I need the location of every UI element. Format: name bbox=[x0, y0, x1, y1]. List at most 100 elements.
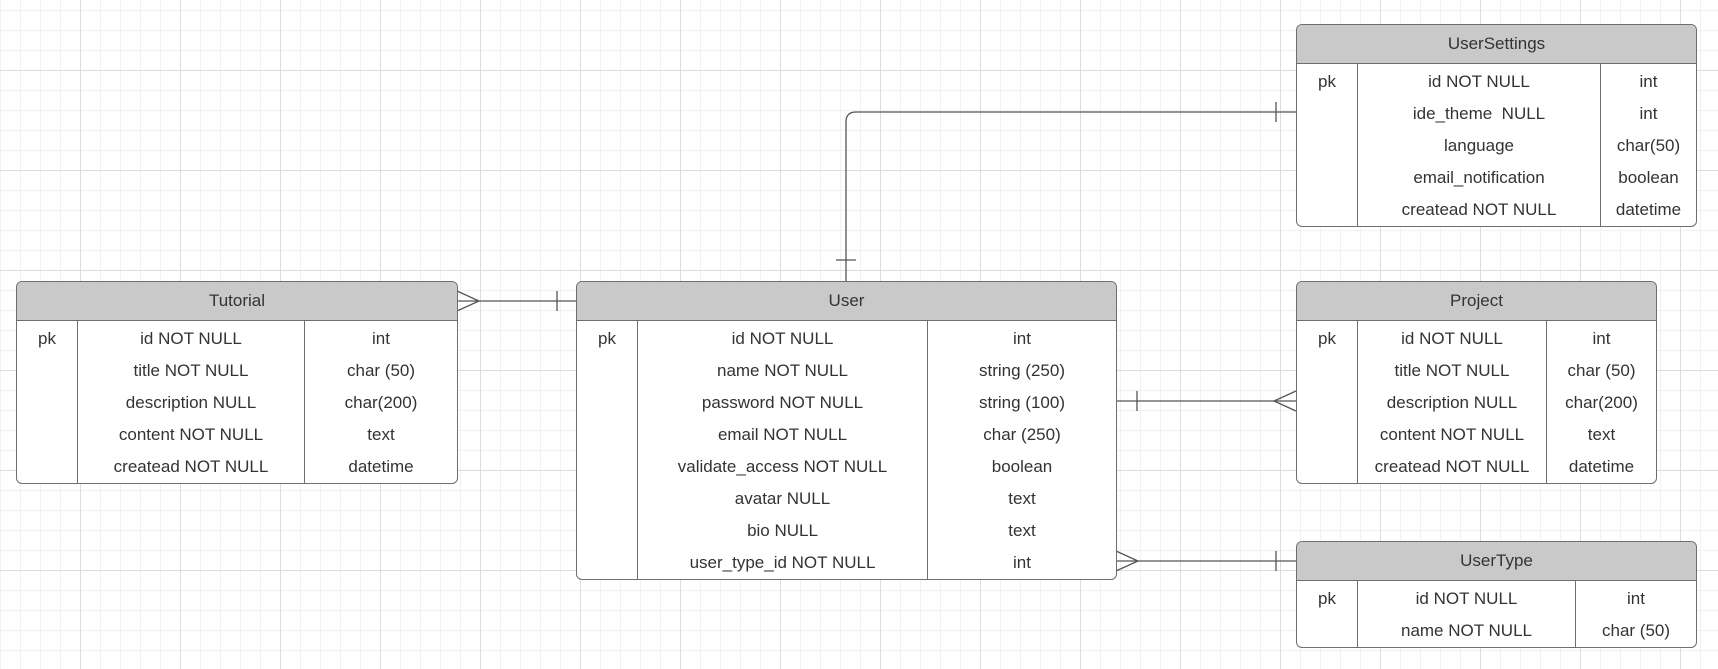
entity-usersettings[interactable]: UserSettings pk id NOT NULL ide_theme NU… bbox=[1296, 24, 1697, 227]
field-type: char (250) bbox=[983, 425, 1061, 444]
key-cell bbox=[577, 547, 637, 579]
key-cell bbox=[577, 483, 637, 515]
field-type: text bbox=[1008, 489, 1036, 508]
field-name: name NOT NULL bbox=[1400, 621, 1532, 640]
field-type: text bbox=[1587, 425, 1616, 444]
entity-title: UserSettings bbox=[1297, 25, 1696, 64]
field-name: email NOT NULL bbox=[717, 425, 848, 444]
field-column: id NOT NULL name NOT NULL bbox=[1357, 581, 1575, 647]
key-cell bbox=[17, 419, 77, 451]
field-name: validate_access NOT NULL bbox=[677, 457, 888, 476]
field-name: name NOT NULL bbox=[716, 361, 848, 380]
field-name: id NOT NULL bbox=[1401, 329, 1503, 348]
field-name: createad NOT NULL bbox=[1374, 457, 1530, 476]
field-name: language bbox=[1444, 136, 1514, 155]
key-cell bbox=[1297, 387, 1357, 419]
field-type: int bbox=[1639, 104, 1658, 123]
field-name: content NOT NULL bbox=[1379, 425, 1525, 444]
type-column: int char (50) char(200) text datetime bbox=[1546, 321, 1656, 483]
entity-user[interactable]: User pk id NOT NULL name NOT NULL passwo… bbox=[576, 281, 1117, 580]
field-type: datetime bbox=[1568, 457, 1635, 476]
key-cell bbox=[577, 515, 637, 547]
key-cell bbox=[1297, 419, 1357, 451]
field-type: text bbox=[1008, 521, 1036, 540]
key-cell bbox=[1297, 130, 1357, 162]
relationship-user-usersettings bbox=[845, 111, 1296, 281]
key-column: pk bbox=[577, 321, 637, 579]
key-cell: pk bbox=[1318, 589, 1336, 608]
field-type: int bbox=[1627, 589, 1645, 608]
key-cell bbox=[1297, 98, 1357, 130]
key-cell bbox=[577, 387, 637, 419]
key-cell bbox=[17, 355, 77, 387]
field-name: id NOT NULL bbox=[140, 329, 242, 348]
entity-project[interactable]: Project pk id NOT NULL title NOT NULL de… bbox=[1296, 281, 1657, 484]
field-column: id NOT NULL title NOT NULL description N… bbox=[77, 321, 304, 483]
entity-tutorial[interactable]: Tutorial pk id NOT NULL title NOT NULL d… bbox=[16, 281, 458, 484]
key-cell: pk bbox=[38, 329, 56, 348]
field-type: char (50) bbox=[346, 361, 416, 380]
key-column: pk bbox=[1297, 64, 1357, 226]
key-cell bbox=[1297, 162, 1357, 194]
many-marker-user-end bbox=[1115, 550, 1140, 572]
field-type: datetime bbox=[1615, 200, 1682, 219]
entity-title: Tutorial bbox=[17, 282, 457, 321]
field-type: int bbox=[1639, 72, 1658, 91]
field-column: id NOT NULL title NOT NULL description N… bbox=[1357, 321, 1546, 483]
key-cell bbox=[1297, 355, 1357, 387]
field-type: char (50) bbox=[1601, 621, 1671, 640]
key-cell: pk bbox=[1318, 72, 1336, 91]
type-column: int char (50) bbox=[1575, 581, 1696, 647]
field-type: boolean bbox=[991, 457, 1053, 476]
field-type: text bbox=[367, 425, 395, 444]
field-name: id NOT NULL bbox=[1428, 72, 1530, 91]
field-name: id NOT NULL bbox=[1415, 589, 1518, 608]
field-type: string (250) bbox=[979, 361, 1065, 380]
field-name: createad NOT NULL bbox=[1401, 200, 1557, 219]
key-cell bbox=[577, 419, 637, 451]
entity-title: Project bbox=[1297, 282, 1656, 321]
field-name: password NOT NULL bbox=[701, 393, 864, 412]
field-type: int bbox=[1013, 329, 1031, 348]
key-cell bbox=[1297, 615, 1357, 647]
field-column: id NOT NULL ide_theme NULL language emai… bbox=[1357, 64, 1600, 226]
key-cell: pk bbox=[1318, 329, 1336, 348]
key-column: pk bbox=[1297, 321, 1357, 483]
field-name: user_type_id NOT NULL bbox=[689, 553, 876, 572]
field-type: boolean bbox=[1618, 168, 1679, 187]
type-column: int int char(50) boolean datetime bbox=[1600, 64, 1696, 226]
type-column: int char (50) char(200) text datetime bbox=[304, 321, 457, 483]
field-name: title NOT NULL bbox=[133, 361, 249, 380]
field-name: avatar NULL bbox=[734, 489, 831, 508]
key-cell bbox=[17, 387, 77, 419]
field-type: int bbox=[1592, 329, 1611, 348]
field-type: char(200) bbox=[344, 393, 418, 412]
field-type: char (50) bbox=[1567, 361, 1636, 380]
key-cell bbox=[577, 451, 637, 483]
field-name: ide_theme NULL bbox=[1412, 104, 1546, 123]
field-name: title NOT NULL bbox=[1394, 361, 1510, 380]
key-cell: pk bbox=[598, 329, 616, 348]
key-cell bbox=[1297, 451, 1357, 483]
key-column: pk bbox=[1297, 581, 1357, 647]
entity-title: User bbox=[577, 282, 1116, 321]
field-type: char(200) bbox=[1565, 393, 1638, 412]
field-name: email_notification bbox=[1413, 168, 1545, 187]
field-column: id NOT NULL name NOT NULL password NOT N… bbox=[637, 321, 927, 579]
field-type: char(50) bbox=[1616, 136, 1681, 155]
field-type: string (100) bbox=[979, 393, 1065, 412]
field-type: datetime bbox=[348, 457, 414, 476]
key-cell bbox=[1297, 194, 1357, 226]
field-name: id NOT NULL bbox=[731, 329, 834, 348]
field-type: int bbox=[372, 329, 390, 348]
entity-title: UserType bbox=[1297, 542, 1696, 581]
field-name: description NULL bbox=[1386, 393, 1518, 412]
key-column: pk bbox=[17, 321, 77, 483]
field-name: bio NULL bbox=[747, 521, 818, 540]
entity-usertype[interactable]: UserType pk id NOT NULL name NOT NULL in… bbox=[1296, 541, 1697, 648]
field-name: createad NOT NULL bbox=[113, 457, 269, 476]
many-marker-tutorial-end bbox=[456, 290, 481, 312]
field-name: description NULL bbox=[125, 393, 257, 412]
key-cell bbox=[577, 355, 637, 387]
